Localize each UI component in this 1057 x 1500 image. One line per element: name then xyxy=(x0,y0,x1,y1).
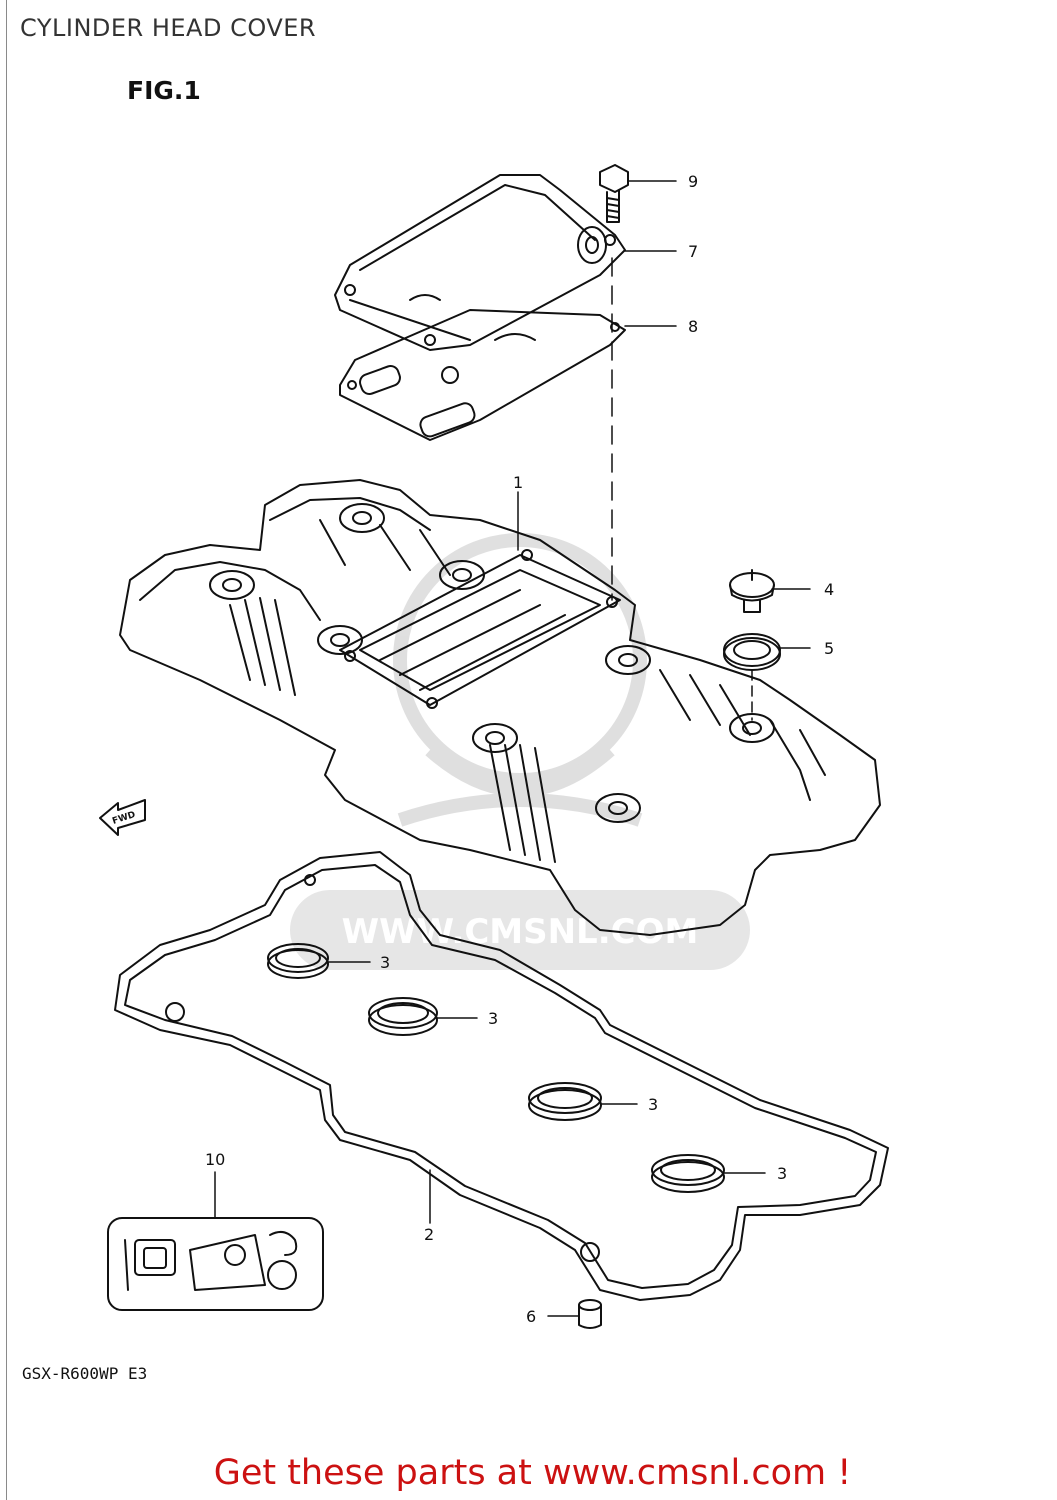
part-3-ring-b[interactable] xyxy=(368,997,438,1036)
leader-lines xyxy=(214,180,811,1317)
part-10-gasket-set[interactable] xyxy=(107,1217,324,1311)
callout-3d: 3 xyxy=(777,1164,787,1183)
page-title: CYLINDER HEAD COVER xyxy=(20,14,317,42)
cmsnl-watermark: WWW.CMSNL.COM xyxy=(290,533,750,970)
part-2-cover-gasket[interactable] xyxy=(114,851,889,1301)
part-3-ring-d[interactable] xyxy=(651,1154,725,1193)
fwd-direction-arrow xyxy=(99,799,146,836)
callout-4: 4 xyxy=(824,580,834,599)
callout-10: 10 xyxy=(205,1150,225,1169)
callout-1: 1 xyxy=(513,473,523,492)
callout-2: 2 xyxy=(424,1225,434,1244)
part-6-dowel-pin[interactable] xyxy=(578,1299,602,1329)
watermark-text: WWW.CMSNL.COM xyxy=(342,912,699,952)
figure-label: FIG.1 xyxy=(127,76,201,105)
callout-3c: 3 xyxy=(648,1095,658,1114)
footer-parts-link[interactable]: Get these parts at www.cmsnl.com ! xyxy=(213,1453,852,1493)
part-9-bolt[interactable] xyxy=(599,164,629,223)
callout-3a: 3 xyxy=(380,953,390,972)
callout-9: 9 xyxy=(688,172,698,191)
callout-8: 8 xyxy=(688,317,698,336)
left-border-line xyxy=(6,0,7,1500)
part-1-cylinder-head-cover[interactable] xyxy=(119,479,881,936)
part-5-seal-washer[interactable] xyxy=(723,633,781,671)
callout-3b: 3 xyxy=(488,1009,498,1028)
part-4-cap-bolt[interactable] xyxy=(729,569,775,613)
part-3-ring-c[interactable] xyxy=(528,1082,602,1121)
callout-7: 7 xyxy=(688,242,698,261)
model-code: GSX-R600WP E3 xyxy=(22,1364,148,1383)
part-8-gasket-plate[interactable] xyxy=(339,309,626,441)
part-7-breather-cover[interactable] xyxy=(334,174,626,351)
callout-5: 5 xyxy=(824,639,834,658)
part-3-ring-a[interactable] xyxy=(267,943,329,979)
callout-6: 6 xyxy=(526,1307,536,1326)
